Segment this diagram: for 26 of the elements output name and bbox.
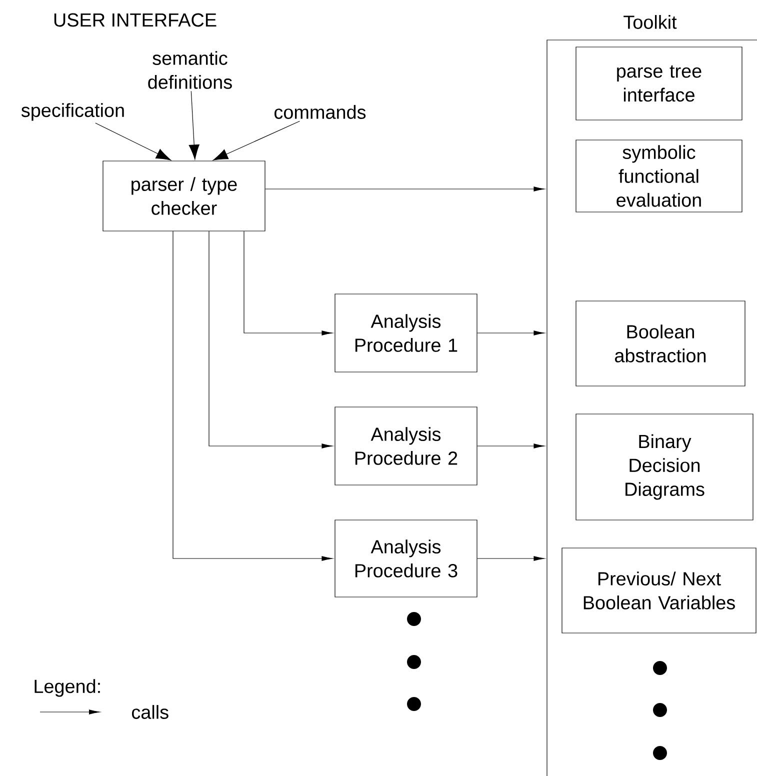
title: USER INTERFACE bbox=[54, 13, 216, 27]
analysis-box: Analysis Procedure 1 bbox=[334, 294, 478, 372]
toolkit-box: Boolean abstraction bbox=[576, 300, 746, 386]
arrow bbox=[208, 231, 333, 448]
toolkit-box: parse tree interface bbox=[576, 46, 742, 120]
node-label: Toolkit bbox=[624, 15, 677, 29]
toolkit-box: Binary Decision Diagrams bbox=[576, 414, 754, 520]
analysis-box: Analysis Procedure 2 bbox=[334, 406, 478, 486]
legend-title: Legend: bbox=[34, 679, 100, 697]
arrow bbox=[172, 231, 333, 561]
process-box: parser / type checker bbox=[102, 160, 266, 232]
arrow bbox=[95, 122, 172, 160]
toolkit-box: symbolic functional evaluation bbox=[576, 140, 742, 212]
arrow bbox=[477, 444, 545, 448]
input-label: commands bbox=[274, 105, 366, 119]
toolkit-box: Previous/ Next Boolean Variables bbox=[562, 548, 756, 634]
arrow bbox=[477, 330, 545, 336]
arrow bbox=[212, 120, 300, 160]
analysis-box: Analysis Procedure 3 bbox=[334, 520, 478, 598]
arrow bbox=[244, 231, 333, 336]
legend-entry: calls bbox=[40, 705, 168, 719]
arrow bbox=[188, 90, 200, 160]
input-label: specification bbox=[21, 103, 124, 121]
input-label: semantic definitions bbox=[148, 51, 232, 89]
arrow bbox=[477, 556, 545, 561]
arrow bbox=[265, 186, 545, 192]
